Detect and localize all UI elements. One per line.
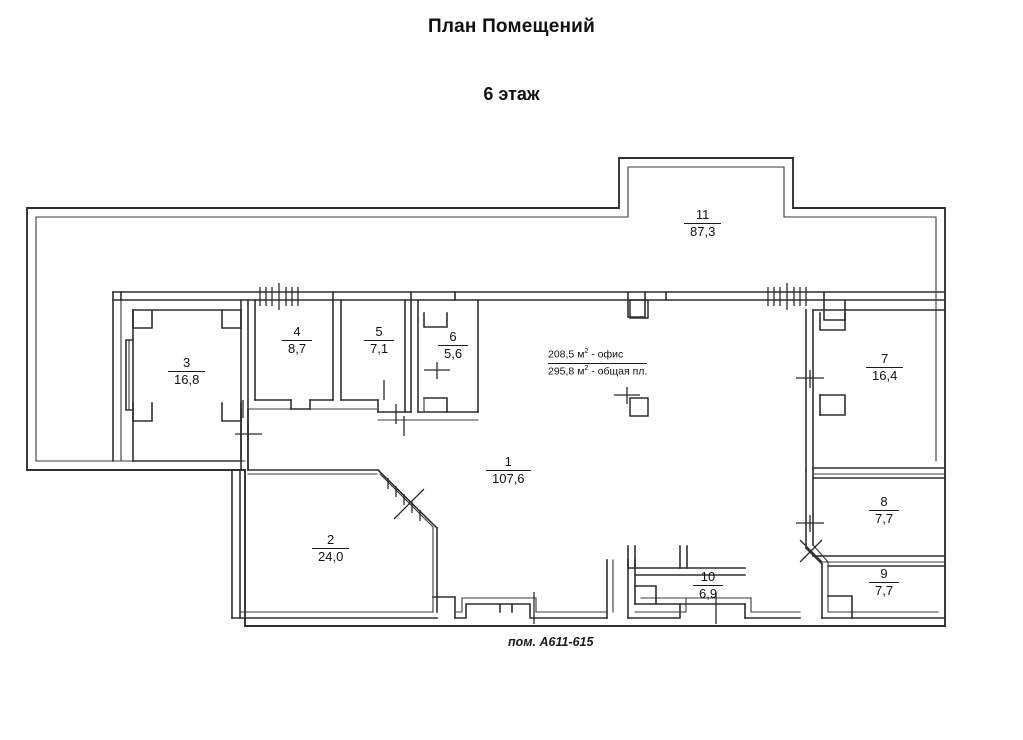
room-number: 3 — [183, 355, 191, 370]
room-label-10: 10 6,9 — [693, 569, 724, 601]
office-area-value: 208,5 — [548, 348, 575, 361]
room-2-walls — [231, 469, 456, 619]
total-area-value: 295,8 — [548, 365, 575, 378]
room-area: 6,9 — [693, 584, 724, 601]
room-number: 6 — [449, 329, 457, 344]
room-label-6: 6 5,6 — [438, 329, 469, 361]
room-5-walls — [340, 299, 412, 413]
square-superscript: 2 — [584, 348, 589, 355]
room-1-walls — [247, 468, 439, 613]
room-label-5: 5 7,1 — [364, 324, 395, 356]
office-area-text: - офис — [591, 348, 624, 361]
structural-columns — [629, 299, 649, 417]
plan-caption: пом. А611-615 — [508, 635, 594, 649]
building-outer-envelope — [26, 157, 946, 627]
room-number: 7 — [881, 351, 889, 366]
room-number: 1 — [504, 454, 512, 469]
floor-subtitle: 6 этаж — [483, 84, 540, 104]
room-area: 16,4 — [866, 366, 904, 383]
room-number: 5 — [375, 324, 383, 339]
total-area-annotation: 208,5 м2 - офис 295,8 м2 - общая пл. — [548, 348, 648, 379]
room-area: 7,7 — [869, 581, 900, 598]
total-area-unit: м — [577, 365, 585, 378]
room-number: 4 — [293, 324, 301, 339]
room-area: 24,0 — [312, 547, 350, 564]
room-area: 7,7 — [869, 509, 900, 526]
room-10-walls — [627, 545, 801, 624]
room-label-2: 2 24,0 — [312, 532, 350, 564]
room-label-7: 7 16,4 — [866, 351, 904, 383]
room-area: 107,6 — [486, 469, 531, 486]
total-area-text: - общая пл. — [591, 365, 648, 378]
room-number: 9 — [880, 566, 888, 581]
room-7-walls — [812, 309, 946, 475]
page-title: План Помещений — [428, 16, 595, 37]
room-4-walls — [254, 299, 334, 410]
room-label-8: 8 7,7 — [869, 494, 900, 526]
room-area: 5,6 — [438, 344, 469, 361]
square-superscript: 2 — [584, 364, 589, 372]
room-area: 87,3 — [684, 222, 722, 239]
room-8-walls — [812, 477, 946, 563]
room-number: 8 — [880, 494, 888, 509]
total-area-line: 295,8 м2 - общая пл. — [548, 364, 647, 379]
room-label-4: 4 8,7 — [282, 324, 313, 356]
window-marks-north — [259, 283, 807, 310]
room-6-walls — [417, 299, 479, 413]
right-corridor-wall — [796, 309, 829, 619]
room-label-1: 1 107,6 — [486, 455, 531, 485]
office-area-line: 208,5 м2 - офис — [548, 348, 648, 364]
room-number: 10 — [700, 569, 716, 584]
room-number: 2 — [327, 532, 335, 547]
room-number: 11 — [695, 207, 710, 222]
room-area: 7,1 — [364, 339, 395, 356]
south-perimeter-wall — [454, 559, 614, 624]
door-swing-marks — [235, 362, 640, 443]
room-label-3: 3 16,8 — [168, 355, 206, 387]
corridor-south-wall — [247, 408, 479, 421]
room-9-walls — [821, 565, 946, 619]
room-area: 16,8 — [168, 370, 206, 387]
office-area-unit: м — [577, 348, 585, 361]
room-label-11: 11 87,3 — [684, 207, 722, 239]
room3-room4-divider — [240, 408, 249, 471]
room-label-9: 9 7,7 — [869, 566, 900, 598]
room-area: 8,7 — [282, 339, 313, 356]
